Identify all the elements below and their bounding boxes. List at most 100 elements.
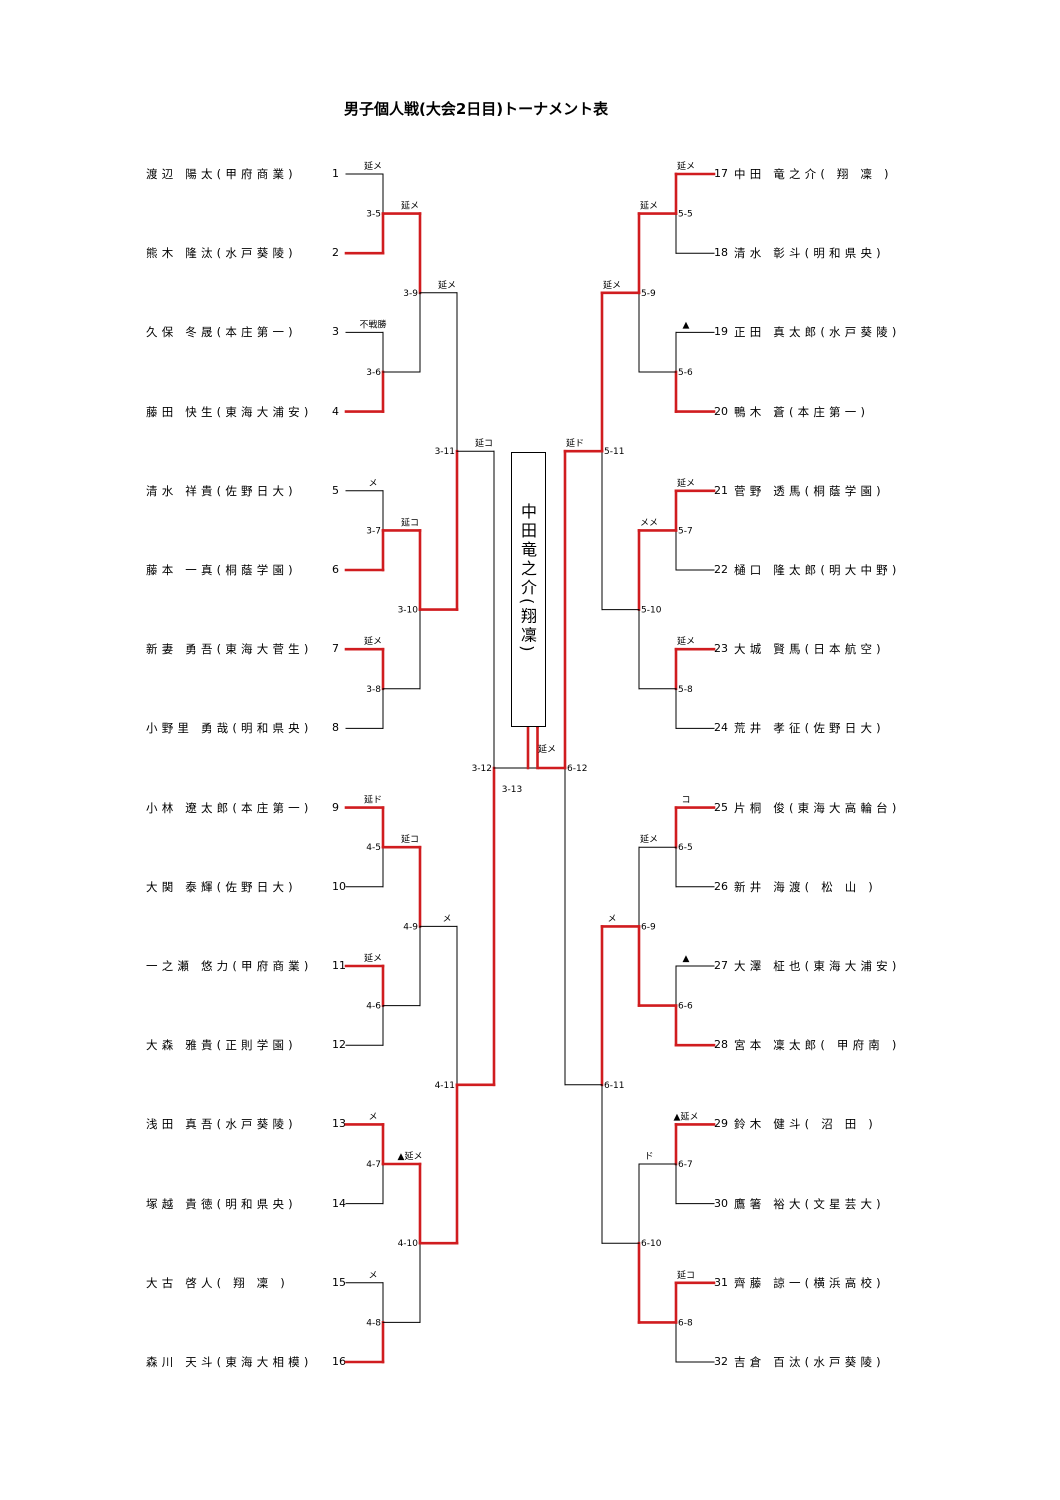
player-seed: 2	[332, 246, 339, 260]
player-seed: 13	[332, 1117, 346, 1131]
player-seed: 18	[714, 246, 728, 260]
match-score-label: メ	[607, 914, 616, 924]
match-id-label: 3-10	[398, 606, 419, 616]
match-id-label: 3-11	[435, 447, 455, 457]
match-id-label: 5-11	[604, 447, 624, 457]
match-score-label: メ	[442, 914, 451, 924]
player-name: 齊藤 諒一(横浜高校)	[734, 1275, 885, 1290]
match-score-label: 延メ	[640, 200, 658, 212]
match-id-label: 4-9	[403, 922, 418, 932]
match-score-label: 延メ	[677, 635, 695, 647]
player-name: 渡辺 陽太(甲府商業)	[146, 167, 297, 181]
player-seed: 5	[332, 483, 339, 497]
player-name: 鴨木 蒼(本庄第一)	[734, 404, 870, 419]
player-name: 吉倉 百汰(水戸葵陵)	[734, 1355, 885, 1369]
player-seed: 27	[714, 959, 728, 972]
match-score-label: 延メ	[640, 833, 658, 845]
player-seed: 20	[714, 404, 728, 418]
player-name: 大澤 柾也(東海大浦安)	[734, 959, 901, 973]
match-id-label: 4-8	[366, 1318, 381, 1328]
match-score-label: 延メ	[438, 279, 456, 291]
player-seed: 3	[332, 325, 339, 339]
player-name: 菅野 透馬(桐蔭学園)	[734, 483, 885, 498]
player-name: 清水 彰斗(明和県央)	[734, 246, 885, 261]
match-score-label: 延メ	[538, 743, 556, 755]
match-id-label: 6-6	[678, 1002, 693, 1012]
match-id-label: 6-5	[678, 843, 693, 853]
match-id-label: 4-11	[435, 1081, 455, 1091]
match-id-label: 5-5	[678, 210, 693, 220]
player-seed: 11	[332, 959, 346, 972]
match-score-label: メメ	[640, 518, 658, 528]
player-name: 大森 雅貴(正則学園)	[146, 1038, 297, 1053]
player-seed: 28	[714, 1038, 728, 1052]
player-seed: 30	[714, 1196, 728, 1210]
player-seed: 8	[332, 721, 339, 735]
player-seed: 23	[714, 642, 728, 656]
player-seed: 1	[332, 167, 339, 180]
match-id-label: 5-8	[678, 685, 693, 695]
match-id-label: 6-8	[678, 1318, 693, 1328]
player-seed: 10	[332, 879, 346, 893]
match-id-label: 3-9	[403, 289, 418, 299]
match-id-label: 6-12	[567, 764, 587, 774]
player-name: 樋口 隆太郎(明大中野)	[734, 563, 901, 577]
match-score-label: 不戦勝	[359, 318, 386, 330]
player-seed: 16	[332, 1355, 346, 1368]
champion-box: 中田竜之介(翔凜)	[511, 452, 546, 727]
match-id-label: 3-5	[366, 210, 381, 220]
match-id-label: 5-7	[678, 526, 693, 536]
match-score-label: ▲延メ	[398, 1150, 423, 1162]
player-seed: 32	[714, 1355, 728, 1368]
player-seed: 6	[332, 563, 339, 576]
match-score-label: メ	[368, 479, 377, 489]
match-id-label: 3-12	[472, 764, 492, 774]
player-seed: 9	[332, 800, 339, 814]
match-score-label: メ	[368, 1112, 377, 1122]
player-seed: 7	[332, 642, 339, 656]
player-name: 藤本 一真(桐蔭学園)	[146, 563, 297, 577]
player-seed: 21	[714, 483, 728, 497]
player-name: 清水 祥貴(佐野日大)	[146, 483, 297, 498]
match-score-label: 延コ	[401, 516, 419, 528]
player-seed: 14	[332, 1196, 346, 1210]
match-id-label: 5-10	[641, 606, 662, 616]
match-id-label: 3-7	[366, 526, 381, 536]
match-score-label: コ	[681, 796, 690, 806]
player-name: 正田 真太郎(水戸葵陵)	[734, 325, 901, 340]
match-score-label: ▲延メ	[674, 1110, 699, 1122]
match-id-label: 3-13	[502, 785, 522, 795]
player-seed: 19	[714, 325, 728, 339]
player-name: 大関 泰輝(佐野日大)	[146, 879, 297, 894]
match-score-label: 延メ	[603, 279, 621, 291]
match-score-label: 延ド	[364, 794, 382, 806]
match-id-label: 4-7	[366, 1160, 381, 1170]
match-id-label: 3-6	[366, 368, 381, 378]
match-score-label: 延ド	[566, 437, 584, 449]
match-score-label: 延メ	[677, 160, 695, 172]
player-name: 熊木 隆汰(水戸葵陵)	[146, 246, 297, 261]
player-name: 小野里 勇哉(明和県央)	[146, 721, 313, 736]
player-name: 中田 竜之介( 翔 凜 )	[734, 167, 893, 181]
player-name: 小林 遼太郎(本庄第一)	[146, 800, 313, 815]
player-name: 塚越 貴徳(明和県央)	[146, 1196, 297, 1211]
match-score-label: 延コ	[677, 1269, 695, 1281]
player-name: 片桐 俊(東海大高輪台)	[734, 800, 901, 815]
match-score-label: ド	[644, 1152, 653, 1162]
champion-name: 中田竜之介(翔凜)	[518, 503, 537, 655]
player-name: 荒井 孝征(佐野日大)	[734, 721, 885, 736]
player-name: 鷹箸 裕大(文星芸大)	[734, 1196, 885, 1211]
player-seed: 25	[714, 800, 728, 814]
player-seed: 12	[332, 1038, 346, 1052]
player-name: 森川 天斗(東海大相模)	[146, 1355, 313, 1369]
page-title: 男子個人戦(大会2日目)トーナメント表	[344, 100, 609, 118]
match-score-label: 延メ	[364, 952, 382, 964]
match-id-label: 4-6	[366, 1002, 381, 1012]
player-seed: 31	[714, 1275, 728, 1289]
match-id-label: 6-11	[604, 1081, 624, 1091]
match-id-label: 5-6	[678, 368, 693, 378]
match-score-label: メ	[368, 1271, 377, 1281]
match-score-label: 延メ	[364, 635, 382, 647]
match-id-label: 4-5	[366, 843, 381, 853]
